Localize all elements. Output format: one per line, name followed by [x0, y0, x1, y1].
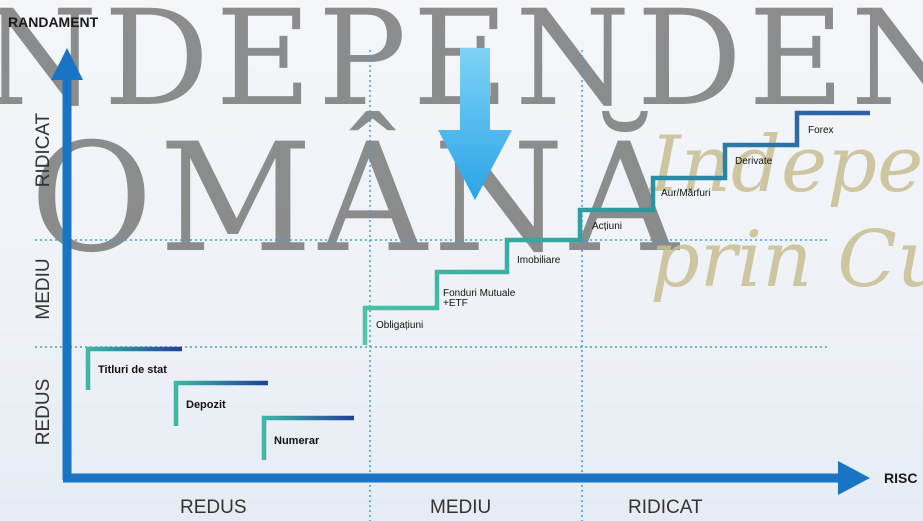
y-label-mediu: MEDIU [33, 258, 54, 320]
x-axis-arrowhead [838, 461, 870, 495]
x-label-redus: REDUS [180, 497, 247, 518]
x-label-ridicat: RIDICAT [628, 497, 703, 518]
down-arrow [438, 48, 512, 200]
watermark-script-2: prin Cult [650, 215, 923, 305]
y-axis-arrowhead [51, 48, 83, 80]
x-label-mediu: MEDIU [430, 497, 492, 518]
item-actiuni: Acțiuni [592, 221, 623, 232]
x-axis-title: RISC [884, 470, 918, 486]
y-label-redus: REDUS [33, 378, 54, 446]
item-titluri-de-stat: Titluri de stat [98, 364, 167, 376]
watermark-subtitle: OMÂNĂ [30, 112, 685, 286]
step-numerar [261, 415, 354, 460]
investment-staircase [362, 110, 870, 345]
y-label-ridicat: RIDICAT [33, 112, 54, 188]
step-titluri-de-stat [85, 346, 182, 390]
item-depozit: Depozit [186, 399, 226, 411]
item-fonduri-mutuale: Fonduri Mutuale +ETF [443, 288, 516, 309]
item-numerar: Numerar [274, 435, 320, 447]
y-axis-title: RANDAMENT [8, 14, 99, 30]
watermark-script-1: Independ [650, 120, 923, 210]
item-forex: Forex [808, 125, 834, 136]
item-aur-marfuri: Aur/Mărfuri [661, 188, 711, 199]
item-imobiliare: Imobiliare [517, 255, 561, 266]
item-derivate: Derivate [735, 156, 773, 167]
step-depozit [173, 380, 268, 426]
item-obligatiuni: Obligațiuni [376, 320, 424, 331]
